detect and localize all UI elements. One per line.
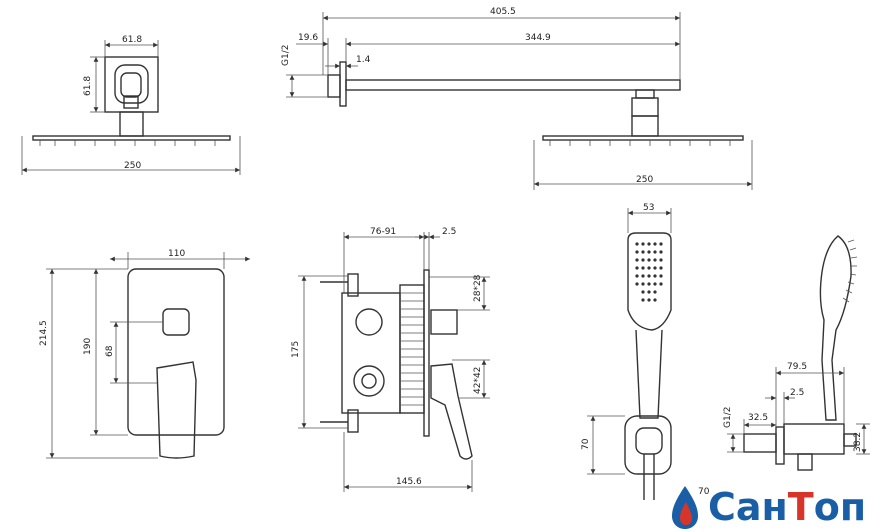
- brand-logo: [672, 486, 698, 529]
- mixer-box-view: 76-91 2.5 175 28*28 42*42 145.6: [291, 227, 490, 492]
- dim-offset-19: 19.6: [298, 33, 318, 43]
- dim-box-28: 28*28: [473, 274, 483, 302]
- dim-outlet-38-2: 38.2: [853, 432, 863, 452]
- outlet-side-view: 79.5 2.5 32.5 G1/2 38.2: [723, 235, 870, 471]
- dim-plate-width: 110: [168, 249, 185, 259]
- dim-outlet-thread: G1/2: [723, 407, 733, 428]
- dim-outlet-79-5: 79.5: [787, 362, 807, 372]
- dim-hand-70: 70: [581, 438, 591, 450]
- hand-shower-view: 53 70 70: [581, 203, 710, 500]
- dim-box-width: 145.6: [396, 477, 422, 487]
- cover-plate-view: 110 214.5 190 68: [39, 249, 250, 459]
- shower-head-front-view: 61.8 61.8 250: [21, 35, 241, 175]
- dim-plate-68: 68: [105, 345, 115, 357]
- dim-head-width-right: 250: [636, 175, 653, 185]
- dim-box-height: 175: [291, 341, 301, 358]
- dim-arm-inner: 344.9: [525, 33, 551, 43]
- dim-top-square-width: 61.8: [122, 35, 142, 45]
- dim-hand-width: 53: [643, 203, 654, 213]
- brand-name: СанТоп: [708, 485, 867, 529]
- dim-head-width-left: 250: [124, 161, 141, 171]
- dim-outlet-2-5: 2.5: [790, 388, 804, 398]
- dim-plate-total-height: 214.5: [39, 320, 49, 346]
- dim-box-2-5: 2.5: [442, 227, 456, 237]
- dim-outlet-32-5: 32.5: [748, 413, 768, 423]
- flame-icon: [680, 502, 692, 525]
- dim-flange-1: 1.4: [356, 55, 371, 65]
- shower-arm-view: 405.5 344.9 19.6 1.4 G1/2 250: [281, 7, 753, 190]
- dim-hand-70b: 70: [698, 487, 710, 497]
- dim-arm-total: 405.5: [490, 7, 516, 17]
- dim-thread-top: G1/2: [281, 45, 291, 66]
- dim-box-depth: 76-91: [370, 227, 396, 237]
- dim-box-42: 42*42: [473, 367, 483, 394]
- dim-top-square-height: 61.8: [83, 76, 93, 96]
- spray-nozzles: [635, 242, 663, 302]
- dim-plate-190: 190: [83, 338, 93, 355]
